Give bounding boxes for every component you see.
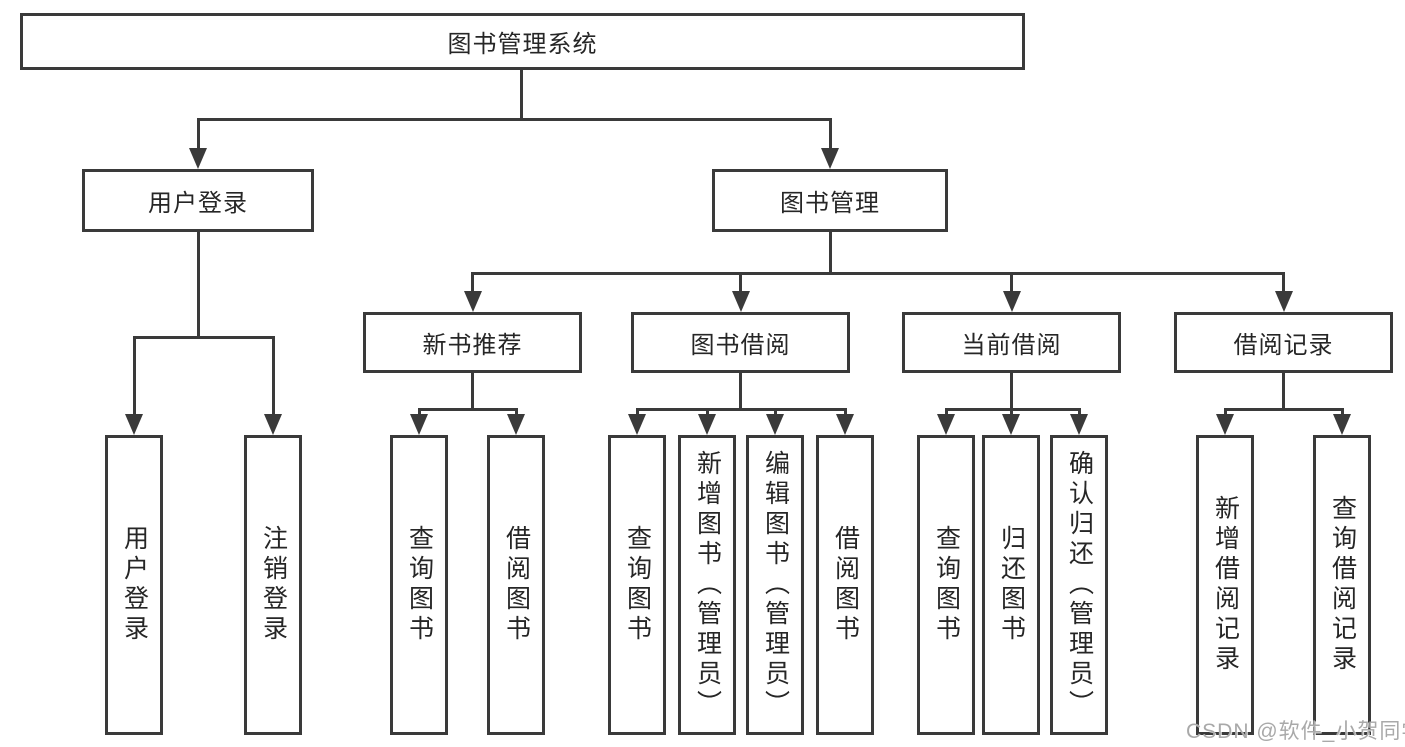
node-label: 新书推荐 (422, 332, 523, 359)
connector-borrow-records-stem (1282, 373, 1285, 411)
arrowhead-down-icon (698, 414, 716, 435)
node-label: 当前借阅 (961, 332, 1062, 359)
connector-current-borrow-stem (1010, 373, 1013, 411)
leaf-edit-book-admin: 编辑图书（管理员） (746, 435, 804, 735)
connector-drop-leaf (774, 408, 777, 416)
connector-drop-leaf (1341, 408, 1344, 416)
leaf-add-book-admin: 新增图书（管理员） (678, 435, 736, 735)
node-label: 用户登录 (148, 190, 248, 217)
node-book-borrowing: 图书借阅 (631, 312, 850, 373)
arrowhead-down-icon (410, 414, 428, 435)
arrowhead-down-icon (937, 414, 955, 435)
csdn-watermark: CSDN @软件_小贺同学 (1186, 720, 1405, 743)
leaf-logout: 注销登录 (244, 435, 302, 735)
leaf-label: 查询图书 (623, 525, 652, 645)
leaf-label: 新增借阅记录 (1211, 495, 1240, 675)
arrowhead-down-icon (766, 414, 784, 435)
connector-new-book-stem (471, 373, 474, 411)
connector-drop-leaf (636, 408, 639, 416)
connector-drop-leaf (1010, 408, 1013, 416)
node-new-book-recommendation: 新书推荐 (363, 312, 582, 373)
connector-book-management-stem (829, 232, 832, 275)
leaf-label: 新增图书（管理员） (693, 450, 722, 720)
leaf-confirm-return-admin: 确认归还（管理员） (1050, 435, 1108, 735)
leaf-label: 查询图书 (932, 525, 961, 645)
connector-user-login-branch (133, 336, 274, 339)
connector-drop-leaf (844, 408, 847, 416)
arrowhead-down-icon (1333, 414, 1351, 435)
leaf-borrow-books-recommend: 借阅图书 (487, 435, 545, 735)
connector-drop-leaf (1224, 408, 1227, 416)
arrowhead-down-icon (507, 414, 525, 435)
leaf-borrow-books: 借阅图书 (816, 435, 874, 735)
connector-root-stem (520, 70, 523, 121)
arrowhead-down-icon (264, 414, 282, 435)
arrowhead-down-icon (1275, 291, 1293, 312)
leaf-query-books-current: 查询图书 (917, 435, 975, 735)
arrowhead-down-icon (464, 291, 482, 312)
arrowhead-down-icon (836, 414, 854, 435)
leaf-query-books-recommend: 查询图书 (390, 435, 448, 735)
connector-new-book-branch (418, 408, 518, 411)
connector-book-management-branch (471, 272, 1284, 275)
connector-drop-leaf (1078, 408, 1081, 416)
leaf-label: 归还图书 (997, 525, 1026, 645)
node-label: 图书管理系统 (447, 31, 598, 58)
leaf-label: 查询图书 (405, 525, 434, 645)
leaf-label: 用户登录 (120, 525, 149, 645)
node-label: 借阅记录 (1233, 332, 1334, 359)
node-label: 图书管理 (780, 190, 880, 217)
leaf-label: 编辑图书（管理员） (761, 450, 790, 720)
connector-drop-leaf (272, 336, 275, 416)
connector-drop-book-management (829, 118, 832, 151)
connector-drop-user-login (197, 118, 200, 151)
node-borrowing-records: 借阅记录 (1174, 312, 1393, 373)
arrowhead-down-icon (1003, 291, 1021, 312)
arrowhead-down-icon (189, 148, 207, 169)
connector-borrow-records-branch (1224, 408, 1343, 411)
leaf-return-books: 归还图书 (982, 435, 1040, 735)
connector-drop-leaf (706, 408, 709, 416)
connector-drop-leaf (945, 408, 948, 416)
leaf-user-login: 用户登录 (105, 435, 163, 735)
connector-book-borrow-stem (739, 373, 742, 411)
node-current-borrowing: 当前借阅 (902, 312, 1121, 373)
arrowhead-down-icon (1070, 414, 1088, 435)
connector-drop-module (1282, 272, 1285, 296)
leaf-query-books-borrow: 查询图书 (608, 435, 666, 735)
arrowhead-down-icon (628, 414, 646, 435)
node-book-management: 图书管理 (712, 169, 948, 232)
leaf-label: 注销登录 (259, 525, 288, 645)
leaf-label: 确认归还（管理员） (1065, 450, 1094, 720)
connector-drop-leaf (418, 408, 421, 416)
node-library-management-system: 图书管理系统 (20, 13, 1025, 70)
arrowhead-down-icon (821, 148, 839, 169)
connector-root-branch (197, 118, 831, 121)
leaf-label: 借阅图书 (502, 525, 531, 645)
arrowhead-down-icon (732, 291, 750, 312)
connector-drop-module (739, 272, 742, 296)
connector-drop-leaf (133, 336, 136, 416)
leaf-add-borrow-record: 新增借阅记录 (1196, 435, 1254, 735)
leaf-label: 借阅图书 (831, 525, 860, 645)
leaf-query-borrow-record: 查询借阅记录 (1313, 435, 1371, 735)
leaf-label: 查询借阅记录 (1328, 495, 1357, 675)
connector-user-login-stem (197, 232, 200, 339)
arrowhead-down-icon (1002, 414, 1020, 435)
connector-drop-leaf (515, 408, 518, 416)
node-user-login: 用户登录 (82, 169, 314, 232)
arrowhead-down-icon (125, 414, 143, 435)
connector-drop-module (471, 272, 474, 296)
node-label: 图书借阅 (690, 332, 791, 359)
arrowhead-down-icon (1216, 414, 1234, 435)
connector-drop-module (1010, 272, 1013, 296)
connector-book-borrow-branch (636, 408, 846, 411)
